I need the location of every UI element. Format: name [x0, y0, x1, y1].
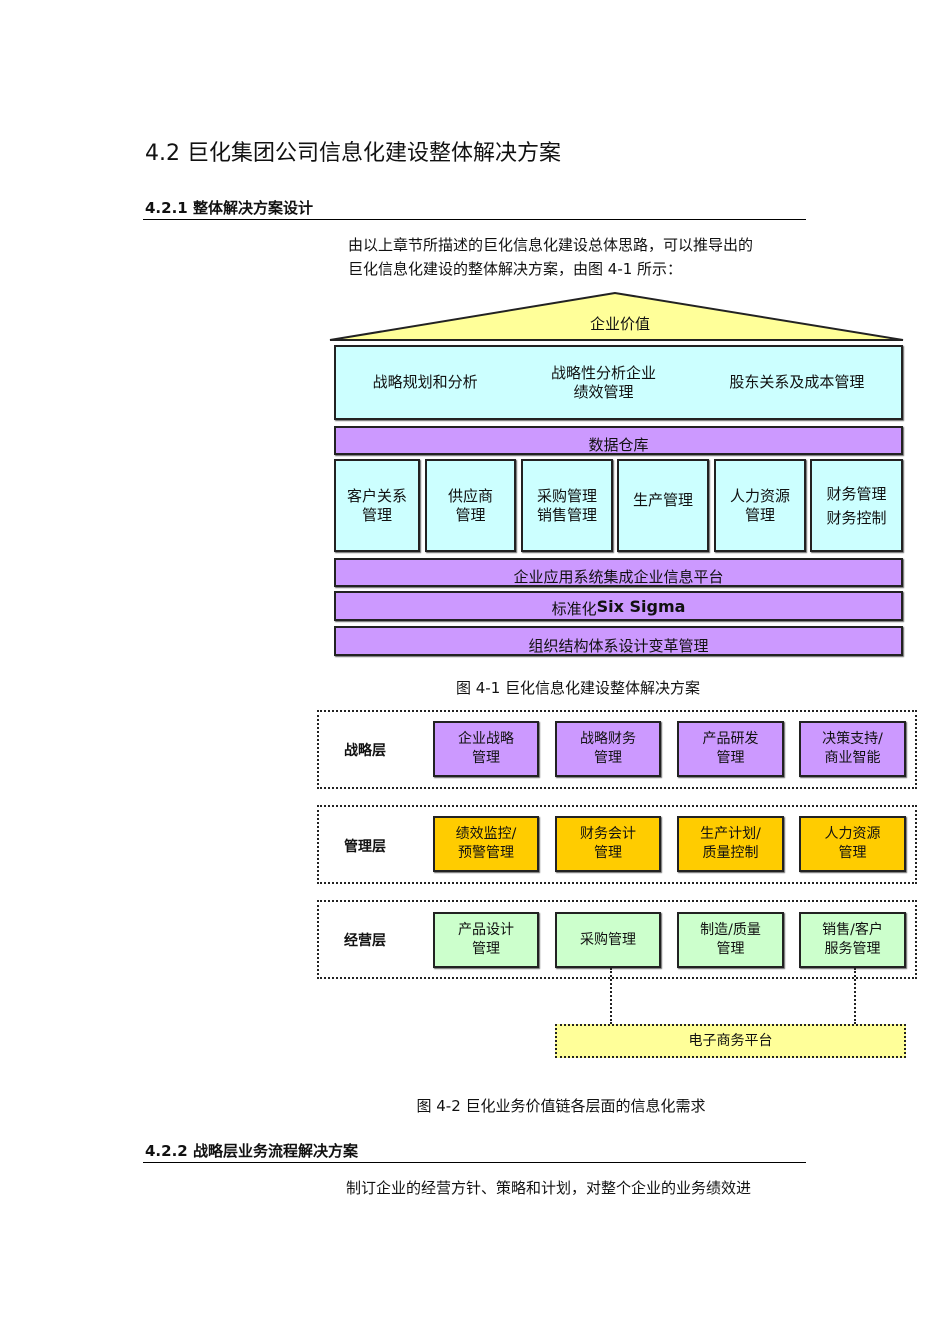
strategy-box: 战略财务 管理: [555, 721, 661, 777]
divider: [143, 1162, 806, 1163]
strategy-box: 产品研发 管理: [677, 721, 784, 777]
figure-caption: 图 4-2 巨化业务价值链各层面的信息化需求: [416, 1097, 706, 1115]
paragraph-line: 巨化信息化建设的整体解决方案，由图 4-1 所示：: [348, 260, 683, 278]
operation-box: 销售/客户 服务管理: [799, 912, 906, 968]
module-box: 供应商 管理: [425, 459, 516, 552]
module-box: 生产管理: [617, 459, 709, 552]
section-number: 4.2.1: [145, 199, 188, 217]
connector-line: [854, 968, 856, 1024]
management-box: 绩效监控/ 预警管理: [433, 816, 539, 872]
management-box: 财务会计 管理: [555, 816, 661, 872]
module-box: 客户关系 管理: [334, 459, 420, 552]
section-heading-4-2-1: 4.2.1 整体解决方案设计: [145, 197, 313, 218]
roof-label: 企业价值: [589, 315, 650, 333]
page-heading: 4.2 巨化集团公司信息化建设整体解决方案: [145, 141, 561, 166]
figure-caption: 图 4-1 巨化信息化建设整体解决方案: [455, 679, 701, 697]
layer-label: 经营层: [344, 933, 386, 949]
connector-line: [610, 968, 612, 1024]
section-heading-4-2-2: 4.2.2 战略层业务流程解决方案: [145, 1140, 358, 1161]
section-title: 整体解决方案设计: [192, 199, 313, 217]
strategy-box: 决策支持/ 商业智能: [799, 721, 906, 777]
operation-box: 制造/质量 管理: [677, 912, 784, 968]
integration-platform-bar: 企业应用系统集成企业信息平台: [334, 558, 903, 587]
strategy-item: 股东关系及成本管理: [729, 373, 865, 391]
module-box: 人力资源 管理: [714, 459, 806, 552]
strategy-item: 战略规划和分析: [372, 373, 478, 391]
operation-box: 采购管理: [555, 912, 661, 968]
roof-triangle: [329, 291, 904, 341]
paragraph: 制订企业的经营方针、策略和计划，对整个企业的业务绩效进: [346, 1179, 752, 1197]
layer-management: [317, 805, 917, 884]
operation-box: 产品设计 管理: [433, 912, 539, 968]
data-warehouse-bar: 数据仓库: [334, 426, 903, 455]
standard-label: 标准化: [551, 599, 597, 618]
section-number: 4.2.2: [145, 1142, 188, 1160]
strategy-band: 战略规划和分析 战略性分析企业 绩效管理 股东关系及成本管理: [334, 345, 903, 420]
module-box: 采购管理 销售管理: [521, 459, 613, 552]
paragraph-line: 由以上章节所描述的巨化信息化建设总体思路，可以推导出的: [348, 236, 754, 254]
layer-label: 管理层: [344, 839, 386, 855]
strategy-box: 企业战略 管理: [433, 721, 539, 777]
ecommerce-platform-box: 电子商务平台: [555, 1024, 906, 1058]
divider: [143, 219, 806, 220]
section-title: 战略层业务流程解决方案: [192, 1142, 358, 1160]
strategy-item: 战略性分析企业 绩效管理: [550, 363, 656, 401]
management-box: 人力资源 管理: [799, 816, 906, 872]
layer-label: 战略层: [344, 743, 386, 759]
org-design-bar: 组织结构体系设计变革管理: [334, 626, 903, 656]
management-box: 生产计划/ 质量控制: [677, 816, 784, 872]
module-box: 财务管理 财务控制: [810, 459, 903, 552]
paragraph: 由以上章节所描述的巨化信息化建设总体思路，可以推导出的 巨化信息化建设的整体解决…: [348, 233, 753, 281]
layer-strategy: [317, 710, 917, 789]
six-sigma-label: Six Sigma: [596, 596, 686, 616]
layer-operation: [317, 900, 917, 979]
